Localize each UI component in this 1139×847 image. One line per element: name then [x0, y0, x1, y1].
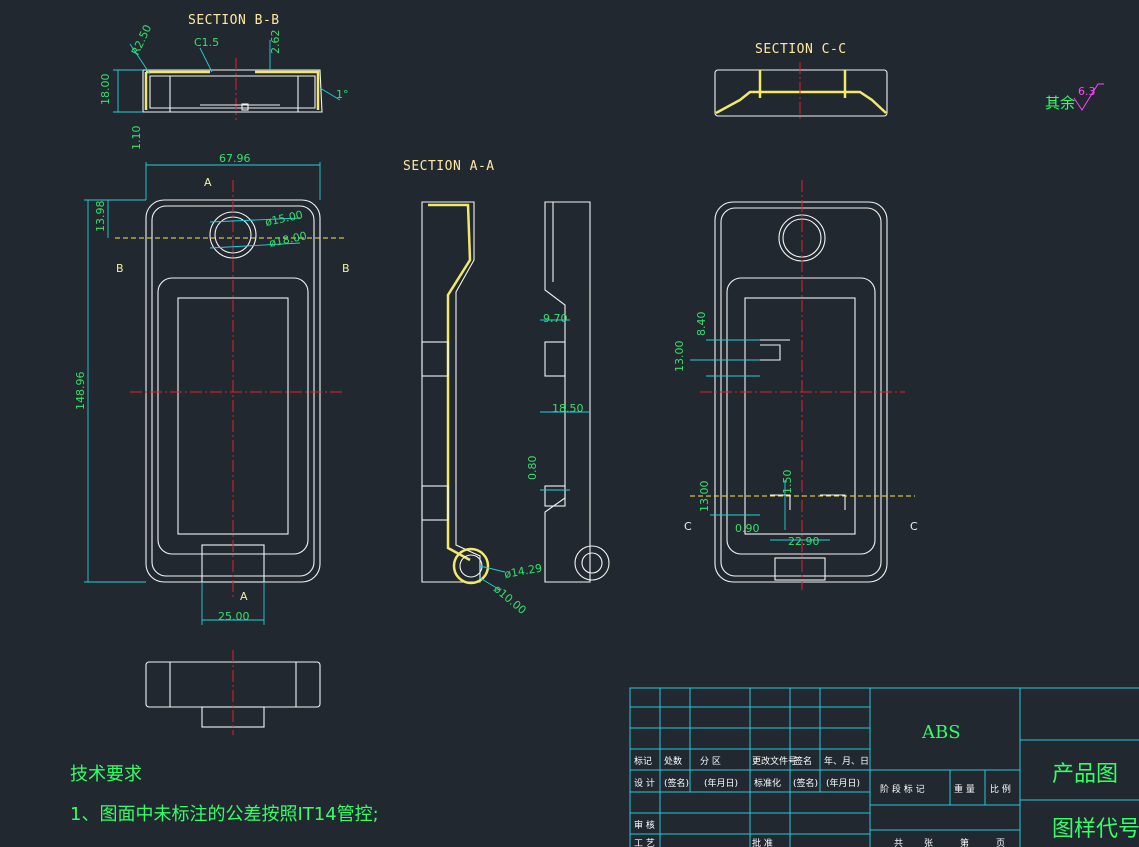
- dim-6796: 67.96: [219, 152, 251, 165]
- tb-zone: 分 区: [700, 756, 721, 767]
- tb-change-doc: 更改文件号: [752, 755, 797, 767]
- roughness-symbol-icon: [1073, 83, 1104, 111]
- marker-b-right: B: [342, 262, 350, 275]
- tb-process: 工 艺: [634, 838, 655, 847]
- bottom-view: [145, 650, 321, 735]
- dim-262: 2.62: [269, 30, 282, 55]
- tb-design-date: (年月日): [704, 777, 738, 789]
- tb-approve: 批 准: [752, 837, 773, 847]
- tb-sheets-unit-b: 页: [996, 838, 1005, 847]
- side-view: [540, 201, 610, 583]
- section-aa-view: [421, 201, 506, 591]
- dim-1800: 18.00: [99, 74, 112, 106]
- tech-title: 技术要求: [70, 764, 142, 785]
- tb-mark: 标记: [634, 755, 652, 767]
- section-aa-title: SECTION A-A: [403, 159, 495, 174]
- product-label: 产品图: [1052, 762, 1118, 787]
- tech-line-1: 1、图面中未标注的公差按照IT14管控;: [70, 804, 379, 825]
- tb-sheets-unit-a: 张: [924, 838, 933, 847]
- tb-review: 审 核: [634, 819, 655, 831]
- tb-stage: 阶 段 标 记: [880, 783, 925, 795]
- tb-standard: 标准化: [754, 777, 781, 789]
- tb-weight: 重 量: [954, 783, 975, 795]
- tb-sheets-total: 共: [894, 838, 903, 847]
- marker-a-bottom: A: [240, 590, 248, 603]
- dim-840: 8.40: [695, 312, 708, 337]
- tb-standard-sign: (签名): [793, 777, 818, 789]
- tb-design-sign: (签名): [664, 777, 689, 789]
- section-cc-view: [714, 62, 888, 122]
- section-bb-title: SECTION B-B: [188, 13, 280, 28]
- marker-c-left: C: [684, 520, 692, 533]
- tb-date: 年、月、日: [824, 755, 869, 767]
- tb-count: 处数: [664, 755, 682, 767]
- dim-c15: C1.5: [194, 36, 219, 49]
- dim-090: 0.90: [735, 522, 760, 535]
- tb-standard-date: (年月日): [826, 777, 860, 789]
- section-bb-view: [113, 40, 341, 120]
- marker-a-top: A: [204, 176, 212, 189]
- dim-phi15: ø15.00: [264, 208, 304, 229]
- roughness-label: 其余: [1045, 94, 1075, 112]
- dim-1398: 13.98: [94, 201, 107, 233]
- dim-970: 9.70: [543, 312, 568, 325]
- rear-view: [690, 180, 915, 590]
- tb-scale: 比 例: [990, 783, 1011, 795]
- dim-080: 0.80: [526, 456, 539, 481]
- dim-phi1429: ø14.29: [503, 562, 543, 581]
- dim-1300-b: 13.00: [698, 481, 711, 513]
- front-view: [84, 162, 345, 625]
- dim-angle-1: 1°: [336, 88, 349, 101]
- section-cc-title: SECTION C-C: [755, 42, 847, 57]
- dim-phi1000: ø10.00: [491, 582, 529, 617]
- code-label: 图样代号: [1052, 817, 1139, 842]
- dim-phi18: ø18.00: [268, 229, 308, 250]
- dim-2290: 22.90: [788, 535, 820, 548]
- title-block: [629, 687, 1139, 847]
- tb-sheet-no: 第: [960, 837, 969, 847]
- dim-2500: 25.00: [218, 610, 250, 623]
- dim-14896: 148.96: [74, 372, 87, 411]
- material-value: ABS: [921, 722, 961, 743]
- marker-c-right: C: [910, 520, 918, 533]
- dim-r250: R2.50: [129, 23, 154, 58]
- marker-b-left: B: [116, 262, 124, 275]
- dim-110: 1.10: [130, 126, 143, 151]
- dim-1300-a: 13.00: [673, 341, 686, 373]
- tb-design: 设 计: [634, 777, 655, 789]
- dim-150: 1.50: [781, 470, 794, 495]
- tb-sign: 签名: [794, 755, 812, 767]
- dim-1850: 18.50: [552, 402, 584, 415]
